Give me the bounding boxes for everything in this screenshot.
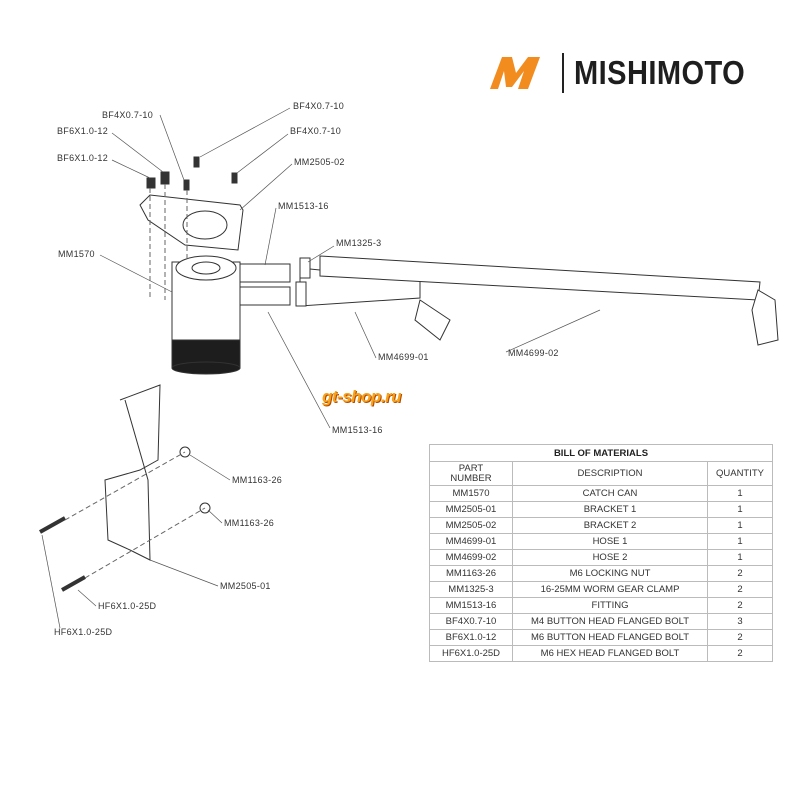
cell-part: MM1513-16 [429, 597, 513, 614]
fitting-1 [239, 263, 291, 283]
bolts [39, 156, 238, 592]
cell-quantity: 3 [707, 613, 773, 630]
hose-1-elbow [414, 299, 451, 341]
callout-bf6x1.0-12: BF6X1.0-12 [57, 153, 108, 163]
callout-mm2505-01: MM2505-01 [220, 581, 271, 591]
cell-quantity: 2 [707, 597, 773, 614]
callout-hf6x1.0-25d: HF6X1.0-25D [54, 627, 113, 637]
callout-mm4699-02: MM4699-02 [508, 348, 559, 358]
cell-description: CATCH CAN [512, 485, 708, 502]
logo-divider [562, 53, 564, 93]
mishimoto-m-icon [490, 57, 540, 89]
cell-quantity: 2 [707, 581, 773, 598]
bracket-2-hole [182, 210, 228, 240]
cell-part: HF6X1.0-25D [429, 645, 513, 662]
callout-hf6x1.0-25d: HF6X1.0-25D [98, 601, 157, 611]
callout-bf4x0.7-10: BF4X0.7-10 [293, 101, 344, 111]
hose-2-elbow [751, 289, 779, 346]
cell-description: 16-25MM WORM GEAR CLAMP [512, 581, 708, 598]
mishimoto-logo: MISHIMOTO [488, 50, 769, 96]
bom-title: BILL OF MATERIALS [429, 444, 773, 462]
clamp-2 [295, 281, 307, 307]
callout-bf6x1.0-12: BF6X1.0-12 [57, 126, 108, 136]
cell-part: MM2505-02 [429, 517, 513, 534]
cell-quantity: 1 [707, 533, 773, 550]
cell-part: MM1163-26 [429, 565, 513, 582]
cell-description: BRACKET 2 [512, 517, 708, 534]
bracket-2 [139, 194, 244, 251]
header-part-line2: NUMBER [450, 472, 492, 484]
cell-description: M6 LOCKING NUT [512, 565, 708, 582]
cell-description: HOSE 1 [512, 533, 708, 550]
callout-mm1513-16: MM1513-16 [278, 201, 329, 211]
cell-description: HOSE 2 [512, 549, 708, 566]
cell-part: MM1570 [429, 485, 513, 502]
cell-description: BRACKET 1 [512, 501, 708, 518]
cell-description: M4 BUTTON HEAD FLANGED BOLT [512, 613, 708, 630]
callout-mm1325-3: MM1325-3 [336, 238, 381, 248]
cell-quantity: 1 [707, 501, 773, 518]
callout-mm1570: MM1570 [58, 249, 95, 259]
cell-quantity: 1 [707, 549, 773, 566]
cell-part: BF4X0.7-10 [429, 613, 513, 630]
header-part-line1: PART [458, 462, 484, 474]
bom-title-row: BILL OF MATERIALS [429, 444, 773, 462]
cell-part: MM4699-02 [429, 549, 513, 566]
callout-bf4x0.7-10: BF4X0.7-10 [290, 126, 341, 136]
cell-description: FITTING [512, 597, 708, 614]
callout-labels: BF4X0.7-10 BF4X0.7-10 BF4X0.7-10 BF6X1.0… [54, 101, 559, 637]
cell-quantity: 2 [707, 645, 773, 662]
fitting-2 [239, 286, 291, 306]
callout-mm1513-16: MM1513-16 [332, 425, 383, 435]
cell-quantity: 1 [707, 517, 773, 534]
clamp-1 [299, 257, 311, 279]
header-quantity: QUANTITY [707, 461, 773, 486]
cell-quantity: 2 [707, 565, 773, 582]
callout-bf4x0.7-10: BF4X0.7-10 [102, 110, 153, 120]
header-description: DESCRIPTION [512, 461, 708, 486]
brand-name: MISHIMOTO [574, 54, 746, 91]
callout-mm2505-02: MM2505-02 [294, 157, 345, 167]
cell-description: M6 HEX HEAD FLANGED BOLT [512, 645, 708, 662]
bracket-1 [104, 384, 161, 561]
assembly-lines [64, 184, 206, 579]
callout-mm4699-01: MM4699-01 [378, 352, 429, 362]
callout-mm1163-26: MM1163-26 [224, 518, 274, 528]
leader-lines [41, 107, 601, 629]
cell-part: BF6X1.0-12 [429, 629, 513, 646]
cell-quantity: 1 [707, 485, 773, 502]
watermark: gt-shop.ru [322, 387, 402, 406]
catch-can [171, 255, 241, 375]
callout-mm1163-26: MM1163-26 [232, 475, 282, 485]
cell-part: MM2505-01 [429, 501, 513, 518]
cell-description: M6 BUTTON HEAD FLANGED BOLT [512, 629, 708, 646]
cell-quantity: 2 [707, 629, 773, 646]
cell-part: MM1325-3 [429, 581, 513, 598]
cell-part: MM4699-01 [429, 533, 513, 550]
